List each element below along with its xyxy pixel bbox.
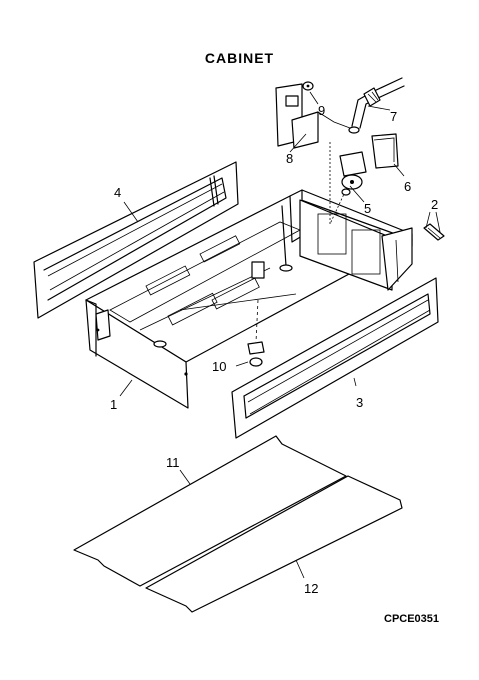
part-4-back-rail [33,161,239,319]
leader-lines [119,91,441,579]
callout-2: 2 [431,197,439,212]
callout-4: 4 [114,185,122,200]
callout-12: 12 [304,581,319,596]
part-3-front-rail [231,277,439,439]
callout-11: 11 [166,455,180,470]
diagram-title: CABINET [204,50,275,66]
part-1-cabinet-body [85,189,413,409]
callout-5: 5 [364,201,372,216]
callout-7: 7 [390,109,398,124]
diagram-code: CPCE0351 [384,613,440,625]
part-11-panel [73,435,347,587]
callout-1: 1 [110,397,118,412]
part-9-screw [302,81,314,91]
part-7-tube [348,77,405,134]
part-5-valve [339,151,367,196]
callout-9: 9 [318,103,326,118]
part-8-bracket [275,83,319,149]
callout-3: 3 [356,395,364,410]
part-2-clip [423,223,445,241]
part-10-knob [247,261,265,367]
callout-6: 6 [404,179,412,194]
part-12-panel [145,475,403,613]
part-6-plate [371,133,399,169]
callout-10: 10 [212,359,227,374]
callout-8: 8 [286,151,294,166]
